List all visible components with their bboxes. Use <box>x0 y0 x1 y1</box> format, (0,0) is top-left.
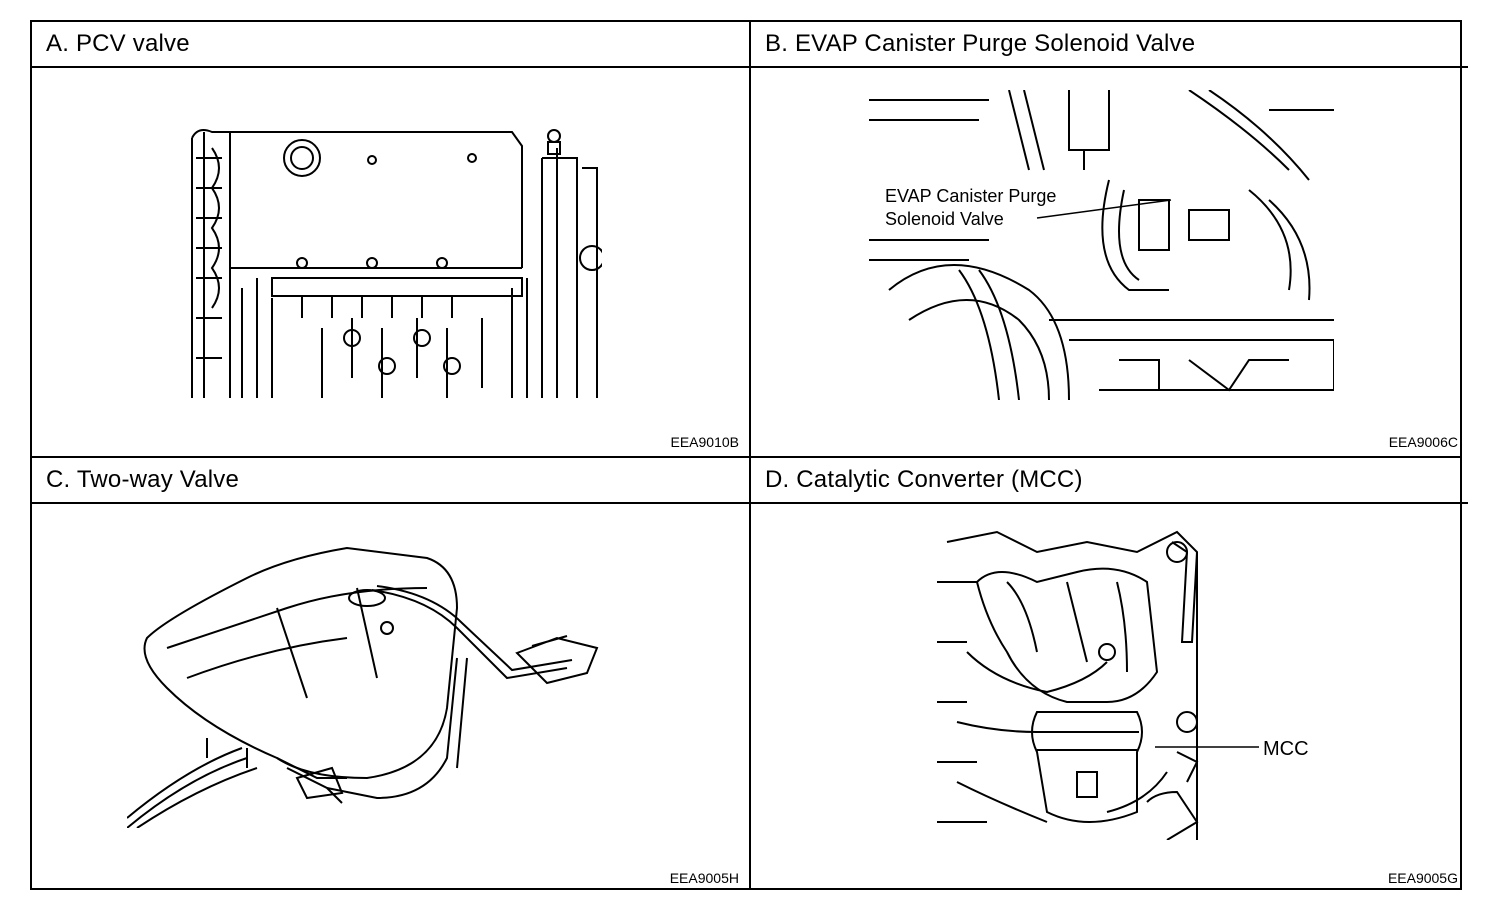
evap-solenoid-illustration <box>869 90 1334 400</box>
evap-callout-line2: Solenoid Valve <box>885 209 1004 229</box>
panel-c-title: C. Two-way Valve <box>46 466 240 493</box>
divider-vertical <box>749 22 751 888</box>
panel-d-title: D. Catalytic Converter (MCC) <box>765 466 1083 493</box>
panel-c-code: EEA9005H <box>669 870 739 886</box>
evap-callout-line1: EVAP Canister Purge <box>885 186 1057 206</box>
panel-d-header: D. Catalytic Converter (MCC) <box>751 458 1468 504</box>
pcv-valve-engine-illustration <box>191 129 602 398</box>
mcc-callout-label: MCC <box>1263 738 1309 760</box>
panel-a: A. PCV valve <box>32 22 749 456</box>
evap-leader-line <box>1036 199 1172 219</box>
panel-b: B. EVAP Canister Purge Solenoid Valve EV… <box>751 22 1468 456</box>
panel-d: D. Catalytic Converter (MCC) MCC <box>751 458 1468 892</box>
panel-a-code: EEA9010B <box>670 434 740 450</box>
panel-b-title: B. EVAP Canister Purge Solenoid Valve <box>765 30 1196 57</box>
panel-c-header: C. Two-way Valve <box>32 458 749 504</box>
catalytic-converter-illustration <box>937 530 1199 840</box>
evap-callout-label: EVAP Canister Purge Solenoid Valve <box>885 185 1056 231</box>
panel-a-header: A. PCV valve <box>32 22 749 68</box>
two-way-valve-fuel-tank-illustration <box>127 546 599 828</box>
panel-a-title: A. PCV valve <box>46 30 190 57</box>
panel-c: C. Two-way Valve EEA9005H <box>32 458 749 892</box>
panel-d-code: EEA9005G <box>1387 870 1458 886</box>
panel-b-code: EEA9006C <box>1388 434 1458 450</box>
diagram-grid: A. PCV valve <box>30 20 1468 892</box>
mcc-leader-line <box>1155 746 1259 748</box>
panel-b-header: B. EVAP Canister Purge Solenoid Valve <box>751 22 1468 68</box>
divider-horizontal <box>32 456 1460 458</box>
